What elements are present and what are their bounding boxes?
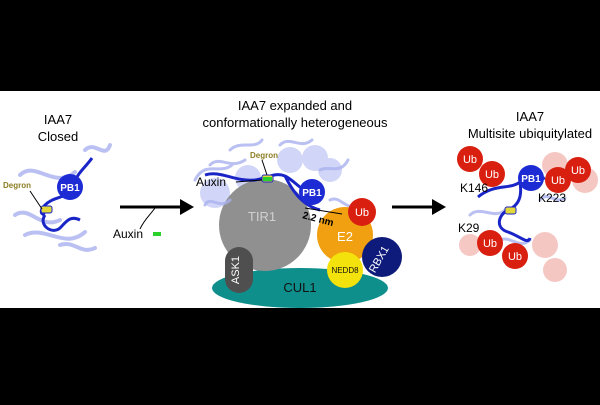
closed-degron-box bbox=[40, 205, 53, 214]
tir1-label: TIR1 bbox=[248, 209, 276, 224]
closed-pb1-label: PB1 bbox=[60, 183, 80, 194]
cul1-label: CUL1 bbox=[283, 280, 316, 295]
distance-bracket bbox=[304, 207, 343, 215]
e2-ub-label: Ub bbox=[355, 207, 369, 219]
expanded-title-line2: conformationally heterogeneous bbox=[202, 115, 388, 130]
expanded-pb1 bbox=[299, 179, 325, 205]
closed-panel: IAA7 Closed PB1 Degron bbox=[3, 112, 112, 252]
ubiq-ub-4: Ub bbox=[565, 157, 591, 183]
closed-title-line2: Closed bbox=[38, 129, 78, 144]
expanded-panel: IAA7 expanded and conformationally heter… bbox=[193, 98, 402, 308]
lysine-k29-label: K29 bbox=[458, 221, 480, 235]
ubiq-pb1 bbox=[518, 165, 544, 191]
auxin-input-label: Auxin bbox=[113, 227, 143, 241]
ubiquitylated-panel: IAA7 Multisite ubiquitylated PB1 Ub Ub U… bbox=[457, 109, 598, 282]
nedd8-label: NEDD8 bbox=[331, 266, 359, 275]
rbx1-circle bbox=[362, 237, 402, 277]
ubiq-pb1-label: PB1 bbox=[521, 174, 541, 185]
arrow-1: Auxin bbox=[113, 199, 194, 241]
expanded-degron-pointer bbox=[261, 159, 268, 176]
auxin-pointer bbox=[235, 179, 263, 183]
expanded-title-line1: IAA7 expanded and bbox=[238, 98, 352, 113]
ubiq-title-line2: Multisite ubiquitylated bbox=[468, 126, 592, 141]
ubiq-degron-box bbox=[504, 206, 517, 215]
ubiq-ub-3-label: Ub bbox=[551, 175, 565, 187]
lysine-k223-label: K223 bbox=[538, 191, 566, 205]
ubiq-ub-4-label: Ub bbox=[571, 165, 585, 177]
closed-ghost-chains bbox=[13, 143, 112, 252]
ask1-shape bbox=[225, 247, 253, 293]
ubiq-ub-5: Ub bbox=[477, 230, 503, 256]
ubiq-ub-3: Ub bbox=[545, 167, 571, 193]
expanded-degron-label: Degron bbox=[250, 151, 278, 160]
nedd8-circle bbox=[327, 252, 363, 288]
closed-degron-label: Degron bbox=[3, 181, 31, 190]
ubiq-ub-6-label: Ub bbox=[508, 251, 522, 263]
closed-pb1 bbox=[57, 174, 83, 200]
arrow-2 bbox=[392, 199, 446, 215]
closed-title-line1: IAA7 bbox=[44, 112, 72, 127]
lysine-k146-label: K146 bbox=[460, 181, 488, 195]
ubiq-ub-1-label: Ub bbox=[463, 154, 477, 166]
closed-degron-pointer bbox=[29, 190, 43, 210]
e2-label: E2 bbox=[337, 229, 353, 244]
e2-ub-circle bbox=[348, 198, 376, 226]
expanded-pb1-label: PB1 bbox=[302, 188, 322, 199]
auxin-molecule bbox=[153, 232, 161, 236]
ubiq-ghost-ub bbox=[459, 152, 598, 282]
ubiq-ub-6: Ub bbox=[502, 243, 528, 269]
ubiq-ub-1: Ub bbox=[457, 146, 483, 172]
ask1-label: ASK1 bbox=[230, 256, 242, 284]
ubiq-ub-2: Ub bbox=[479, 161, 505, 187]
ubiq-ub-5-label: Ub bbox=[483, 238, 497, 250]
ubiq-ub-2-label: Ub bbox=[485, 169, 499, 181]
ubiq-title-line1: IAA7 bbox=[516, 109, 544, 124]
expanded-auxin-molecule bbox=[263, 177, 272, 181]
expanded-auxin-label: Auxin bbox=[196, 175, 226, 189]
